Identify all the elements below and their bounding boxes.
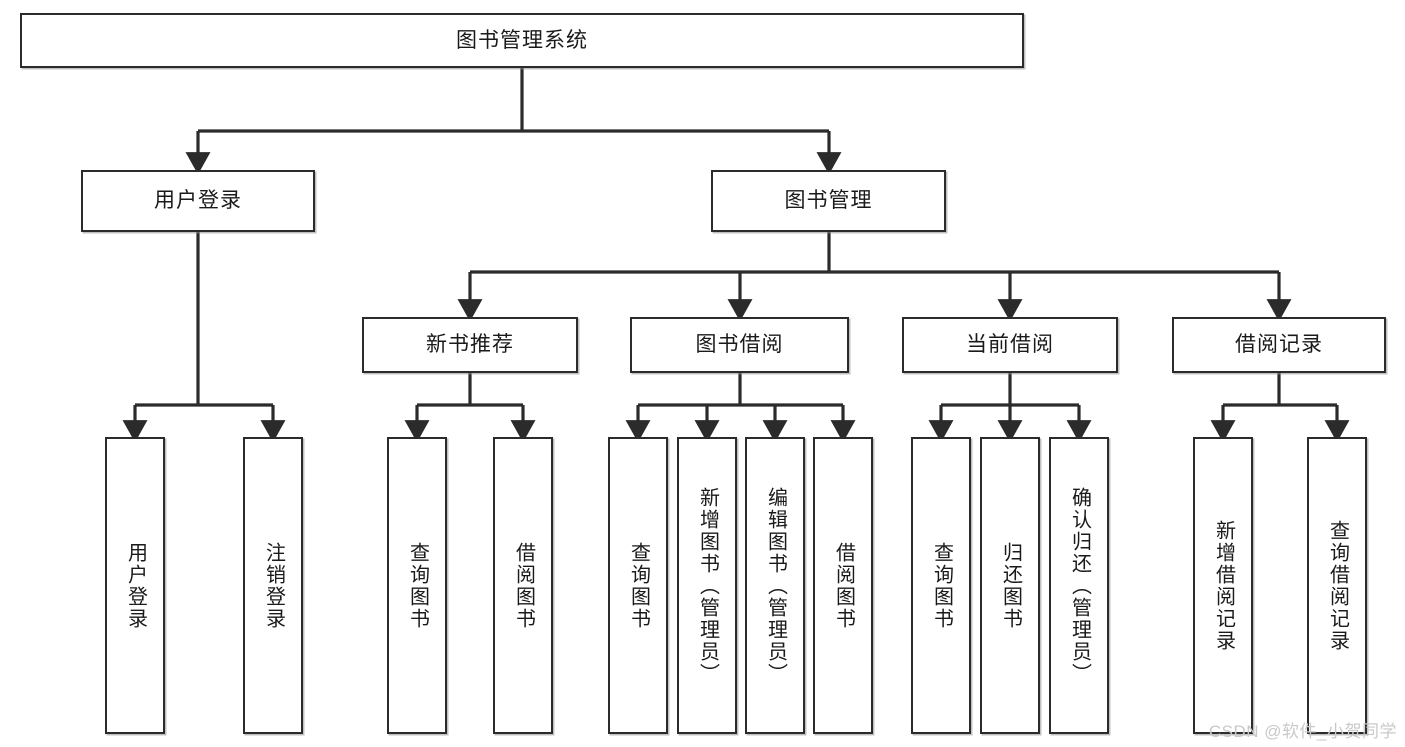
node-leaf-user-logout-label: 注销登录 [262, 541, 285, 630]
node-leaf-query-book-2[interactable]: 查询图书 [608, 437, 668, 734]
node-borrow-record-label: 借阅记录 [1235, 333, 1323, 357]
csdn-watermark: CSDN @软件_小贺同学 [1208, 722, 1397, 741]
node-leaf-user-login-label: 用户登录 [124, 541, 147, 630]
node-leaf-query-book-3-label: 查询图书 [930, 541, 953, 630]
node-leaf-query-book-1[interactable]: 查询图书 [387, 437, 447, 734]
node-leaf-user-login[interactable]: 用户登录 [105, 437, 165, 734]
node-leaf-confirm-return[interactable]: 确认归还（管理员） [1049, 437, 1109, 734]
node-borrow-record[interactable]: 借阅记录 [1172, 317, 1386, 373]
node-leaf-confirm-return-label: 确认归还（管理员） [1068, 486, 1091, 685]
node-book-manage-label: 图书管理 [784, 189, 873, 213]
node-leaf-borrow-book-1-label: 借阅图书 [512, 541, 535, 630]
node-leaf-add-record-label: 新增借阅记录 [1212, 519, 1235, 652]
node-current-borrow-label: 当前借阅 [966, 333, 1054, 357]
node-leaf-add-book-label: 新增图书（管理员） [696, 486, 719, 685]
node-current-borrow[interactable]: 当前借阅 [902, 317, 1118, 373]
node-user-login-label: 用户登录 [154, 189, 242, 213]
node-leaf-return-book-label: 归还图书 [999, 541, 1022, 630]
node-book-manage[interactable]: 图书管理 [711, 170, 946, 232]
node-leaf-user-logout[interactable]: 注销登录 [243, 437, 303, 734]
node-root[interactable]: 图书管理系统 [20, 13, 1024, 68]
node-leaf-borrow-book-2[interactable]: 借阅图书 [813, 437, 873, 734]
node-leaf-return-book[interactable]: 归还图书 [980, 437, 1040, 734]
node-leaf-query-record[interactable]: 查询借阅记录 [1307, 437, 1367, 734]
node-leaf-query-book-1-label: 查询图书 [406, 541, 429, 630]
node-leaf-borrow-book-1[interactable]: 借阅图书 [493, 437, 553, 734]
node-new-book-recommend-label: 新书推荐 [426, 333, 514, 357]
node-leaf-add-book[interactable]: 新增图书（管理员） [677, 437, 737, 734]
node-leaf-query-book-2-label: 查询图书 [627, 541, 650, 630]
node-leaf-add-record[interactable]: 新增借阅记录 [1193, 437, 1253, 734]
node-root-label: 图书管理系统 [456, 28, 588, 52]
node-book-borrow[interactable]: 图书借阅 [630, 317, 849, 373]
node-user-login[interactable]: 用户登录 [81, 170, 315, 232]
node-book-borrow-label: 图书借阅 [695, 333, 784, 357]
node-leaf-query-book-3[interactable]: 查询图书 [911, 437, 971, 734]
node-leaf-borrow-book-2-label: 借阅图书 [832, 541, 855, 630]
node-leaf-query-record-label: 查询借阅记录 [1326, 519, 1349, 652]
node-new-book-recommend[interactable]: 新书推荐 [362, 317, 578, 373]
node-leaf-edit-book[interactable]: 编辑图书（管理员） [745, 437, 805, 734]
node-leaf-edit-book-label: 编辑图书（管理员） [764, 486, 787, 685]
